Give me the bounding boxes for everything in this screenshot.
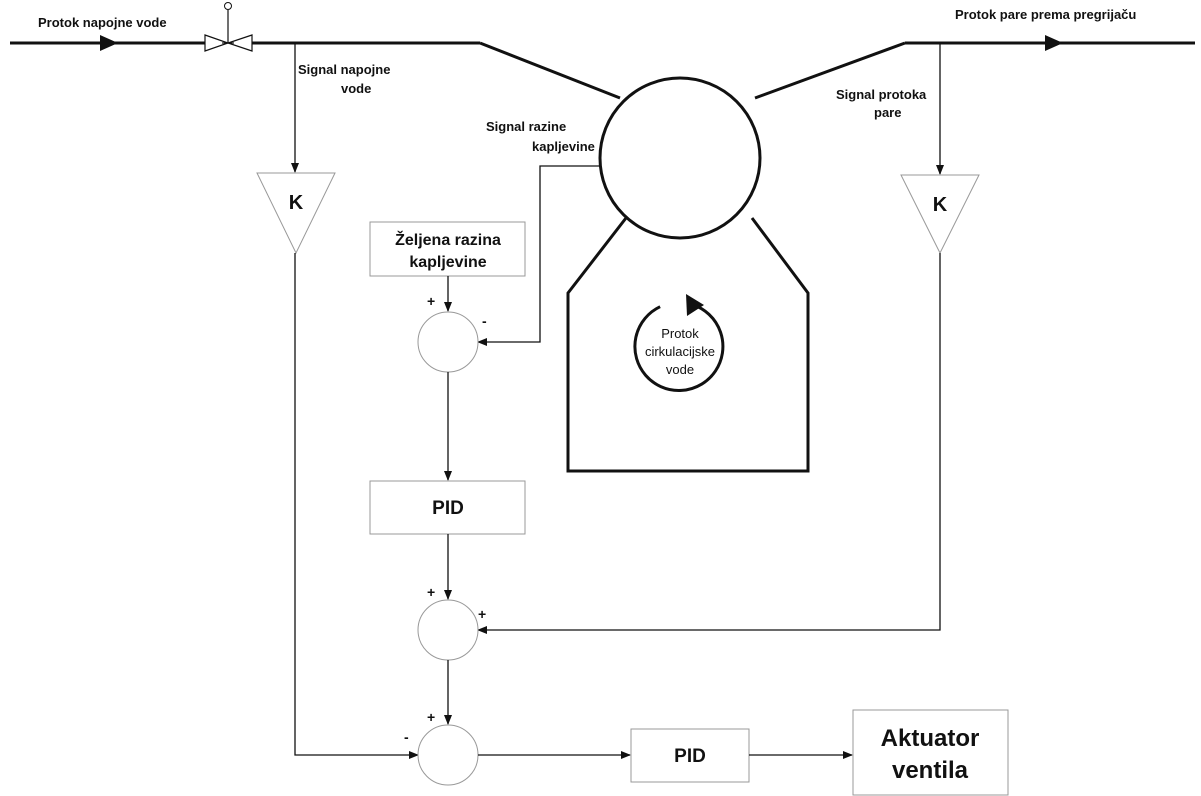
gain-left-label: K [289, 192, 304, 214]
circulation-icon [633, 294, 725, 392]
level-signal-line [477, 165, 601, 346]
steam-signal-label-line2: pare [874, 105, 901, 120]
pid-block-flow[interactable] [630, 728, 750, 783]
pid-flow-label: PID [674, 746, 706, 767]
sum3-minus-sign: - [404, 729, 409, 745]
setpoint-label-line1: Željena razina [395, 230, 501, 249]
steam-drum [598, 76, 762, 240]
sum1-plus-sign: + [427, 293, 435, 309]
steam-flow-arrow [1045, 35, 1063, 51]
pid-level-label: PID [432, 498, 464, 519]
sum1-minus-sign: - [482, 313, 487, 329]
feedwater-feedforward-line [294, 253, 419, 759]
pid-block-level[interactable] [369, 480, 526, 535]
level-signal-label-line2: kapljevine [532, 139, 595, 154]
feedwater-pipe [10, 35, 621, 100]
sum-junction-level[interactable] [417, 311, 479, 373]
level-signal-label-line1: Signal razine [486, 119, 566, 134]
boiler-riser-loop [566, 217, 810, 473]
sum-junction-feedwater[interactable] [417, 724, 479, 786]
feedwater-flow-label: Protok napojne vode [38, 15, 167, 30]
steam-flow-label: Protok pare prema pregrijaču [955, 7, 1136, 22]
circulation-label-line2: cirkulacijske [645, 344, 715, 359]
feedwater-valve-icon[interactable] [204, 2, 253, 52]
feedwater-flow-arrow [100, 35, 118, 51]
steam-feedforward-line [477, 253, 941, 634]
gain-block-left[interactable] [256, 172, 336, 255]
setpoint-label-line2: kapljevine [409, 254, 486, 271]
setpoint-box[interactable] [369, 221, 526, 277]
gain-right-label: K [933, 194, 948, 216]
sum2-plus-sign-right: + [478, 606, 486, 622]
circulation-label-line3: vode [666, 362, 694, 377]
steam-pipe [754, 35, 1195, 100]
steam-signal-label-line1: Signal protoka [836, 87, 927, 102]
feedwater-signal-label-line2: vode [341, 81, 371, 96]
sum2-plus-sign-top: + [427, 584, 435, 600]
sum3-plus-sign: + [427, 709, 435, 725]
actuator-label-line2: ventila [892, 757, 969, 784]
circulation-label-line1: Protok [661, 326, 699, 341]
actuator-label-line1: Aktuator [881, 725, 980, 752]
gain-block-right[interactable] [900, 174, 980, 255]
sum-junction-steam[interactable] [417, 599, 479, 661]
feedwater-signal-label-line1: Signal napojne [298, 62, 390, 77]
actuator-box[interactable] [852, 709, 1009, 796]
